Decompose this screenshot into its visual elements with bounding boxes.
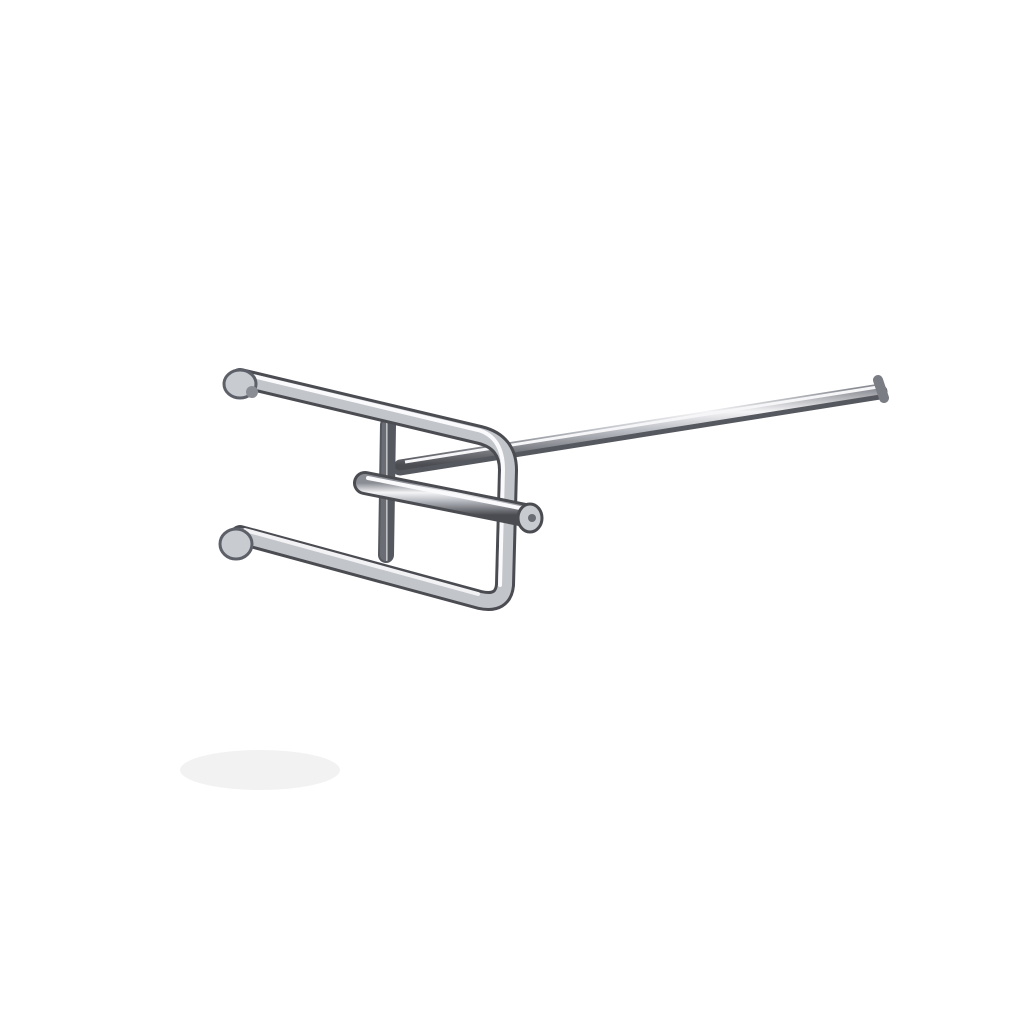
- tip-upper: [222, 368, 258, 400]
- tip-lower: [218, 527, 254, 561]
- frame-wire: [230, 368, 518, 611]
- long-rod: [392, 375, 889, 476]
- center-loop: [353, 471, 544, 534]
- soft-shadow: [180, 750, 340, 790]
